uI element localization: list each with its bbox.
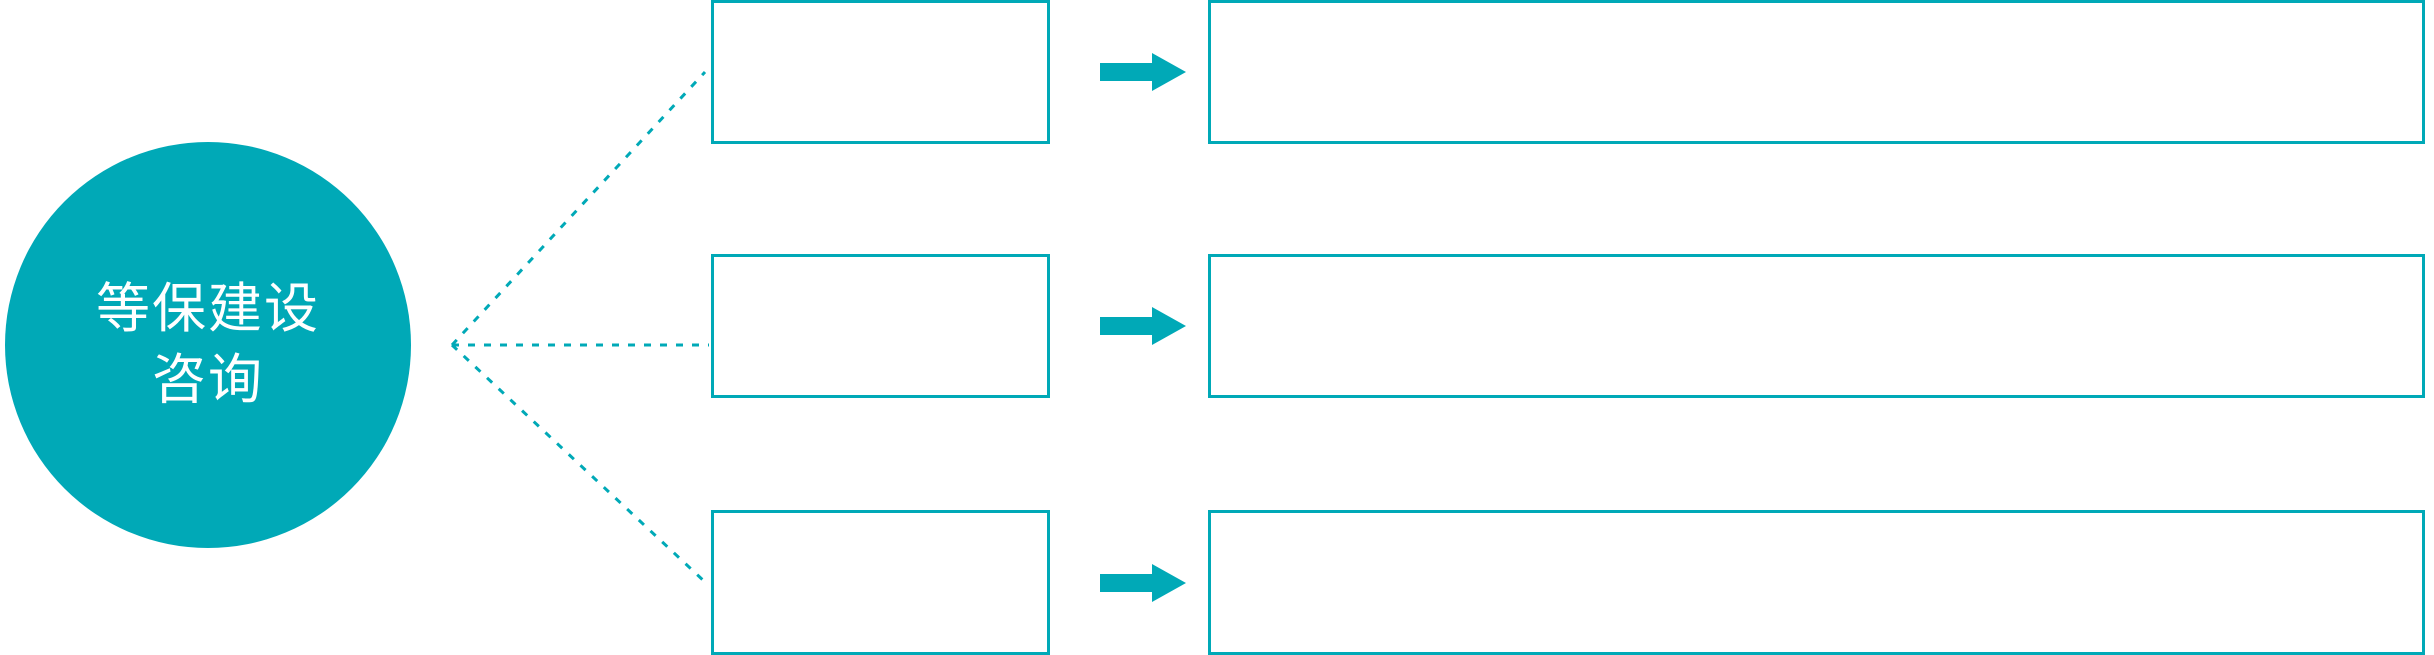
arrow-shaft: [1100, 63, 1155, 81]
stage-box[interactable]: [711, 510, 1050, 655]
arrow-head: [1152, 563, 1186, 602]
arrow-right-icon: [1100, 307, 1186, 345]
detail-box[interactable]: [1208, 0, 2425, 144]
stage-box[interactable]: [711, 254, 1050, 398]
flow-row: [0, 510, 2434, 655]
hub-label-line-1: 等保建设: [96, 278, 320, 339]
hub-circle[interactable]: 等保建设 咨询: [5, 142, 411, 548]
detail-box[interactable]: [1208, 510, 2425, 655]
arrow-head: [1152, 307, 1186, 345]
stage-box[interactable]: [711, 0, 1050, 144]
arrow-shaft: [1100, 573, 1155, 592]
arrow-right-icon: [1100, 563, 1186, 602]
arrow-right-icon: [1100, 53, 1186, 91]
hub-label-line-2: 咨询: [152, 350, 264, 410]
arrow-head: [1152, 53, 1186, 91]
detail-box[interactable]: [1208, 254, 2425, 398]
flow-row: [0, 0, 2434, 144]
arrow-shaft: [1100, 317, 1155, 335]
flow-row: [0, 254, 2434, 398]
